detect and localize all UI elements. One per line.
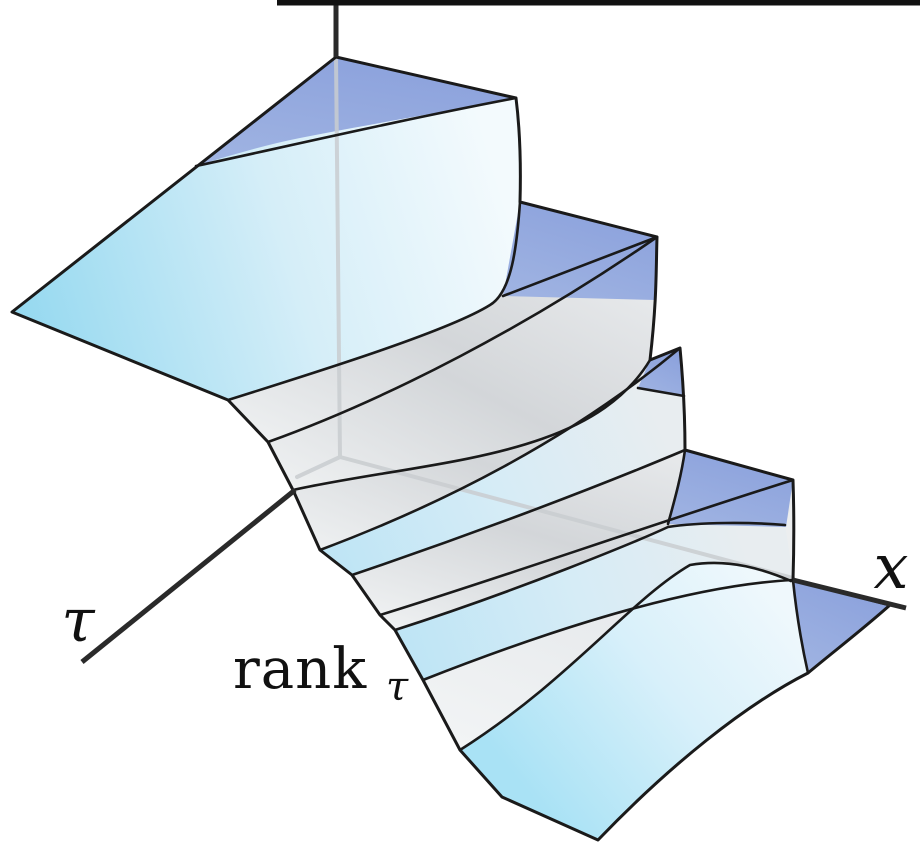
blue-corner-rank3 <box>503 202 657 300</box>
surface-label: rank τ <box>233 637 409 710</box>
level-strip-rank2 <box>320 348 685 575</box>
contour-blue4-base <box>194 96 518 168</box>
hidden-x-axis <box>338 455 795 580</box>
contour-fold-4 <box>318 346 682 552</box>
hidden-axes <box>295 55 795 580</box>
contour-blue2-base <box>636 386 686 398</box>
contour-fold-8 <box>421 578 795 682</box>
surface-label-subscript: τ <box>386 664 409 710</box>
fold-curves <box>194 96 810 752</box>
surface-label-main: rank <box>233 637 367 702</box>
blue-corner-rank2 <box>638 348 684 396</box>
visible-axes <box>80 3 907 664</box>
step-face-6 <box>423 562 793 750</box>
contour-fold-5 <box>350 448 687 577</box>
blue-corner-rank0 <box>793 580 890 673</box>
step-face-3 <box>293 348 680 550</box>
contour-cliff3-fold <box>666 448 687 526</box>
contour-cliff4-fold <box>791 578 810 675</box>
contour-fold-1 <box>226 200 522 402</box>
x-axis-line <box>792 577 907 611</box>
contour-fold-6 <box>378 478 795 617</box>
blue-corner-rank4 <box>196 57 516 166</box>
contour-fold-9 <box>458 561 793 752</box>
contour-fold-2 <box>266 235 659 444</box>
x-axis-label: x <box>874 530 909 603</box>
hidden-tau-axis <box>295 455 342 479</box>
plateau-top-surface <box>12 57 521 400</box>
contour-fold-7 <box>393 521 787 632</box>
tau-axis-label: τ <box>61 586 95 656</box>
level-strip-rank1 <box>395 522 793 680</box>
plateau-bottom-surface <box>460 562 808 840</box>
contour-blue3-base <box>501 235 659 298</box>
hidden-rank-axis <box>334 55 342 459</box>
top-rule <box>277 0 920 6</box>
tau-axis-line <box>80 488 297 664</box>
surface-silhouette-outline <box>10 55 892 842</box>
blue-corner-rank1 <box>668 450 793 527</box>
